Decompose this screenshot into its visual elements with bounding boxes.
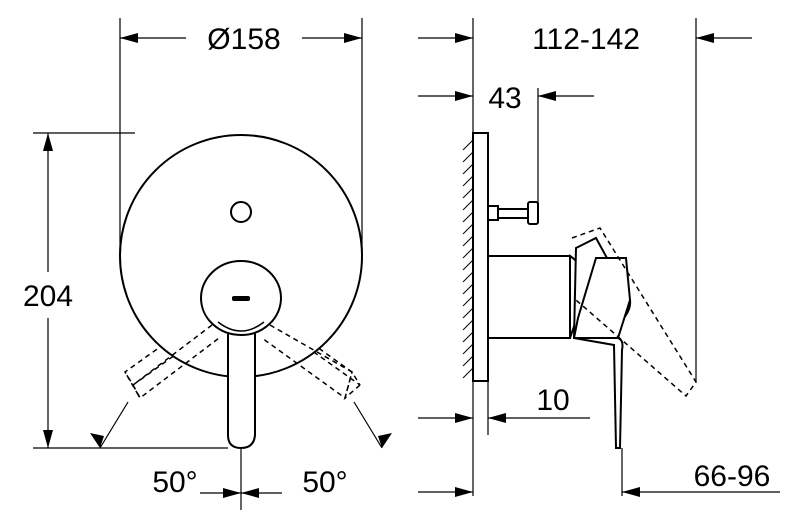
diverter-knob-side bbox=[487, 201, 539, 225]
dimension-handle-range: 66-96 bbox=[418, 448, 780, 497]
angle-left-label: 50° bbox=[152, 466, 197, 499]
dimension-diameter-label: Ø158 bbox=[207, 23, 280, 56]
dimension-height-label: 204 bbox=[23, 280, 73, 313]
dimension-handle-range-label: 66-96 bbox=[694, 460, 771, 493]
angle-right-label: 50° bbox=[302, 466, 347, 499]
dimension-projection-range-label: 112-142 bbox=[532, 23, 640, 56]
diverter-knob bbox=[230, 201, 252, 223]
dimension-plate-thickness: 10 bbox=[418, 382, 590, 496]
dimension-body-depth-label: 43 bbox=[488, 82, 521, 115]
dimension-projection-range: 112-142 bbox=[418, 18, 752, 382]
wall-hatching bbox=[462, 132, 474, 382]
handle-body bbox=[227, 331, 256, 450]
dimension-plate-thickness-label: 10 bbox=[536, 384, 569, 417]
dimension-angles: 50° 50° bbox=[152, 448, 348, 510]
dimension-diameter: Ø158 bbox=[119, 18, 363, 256]
cover-plate-side bbox=[472, 132, 489, 382]
handle-indicator bbox=[232, 296, 250, 301]
front-view bbox=[90, 134, 392, 450]
dimension-body-depth: 43 bbox=[418, 82, 594, 206]
handle-side bbox=[487, 236, 632, 449]
side-view bbox=[462, 132, 697, 449]
dimension-height: 204 bbox=[23, 132, 228, 449]
